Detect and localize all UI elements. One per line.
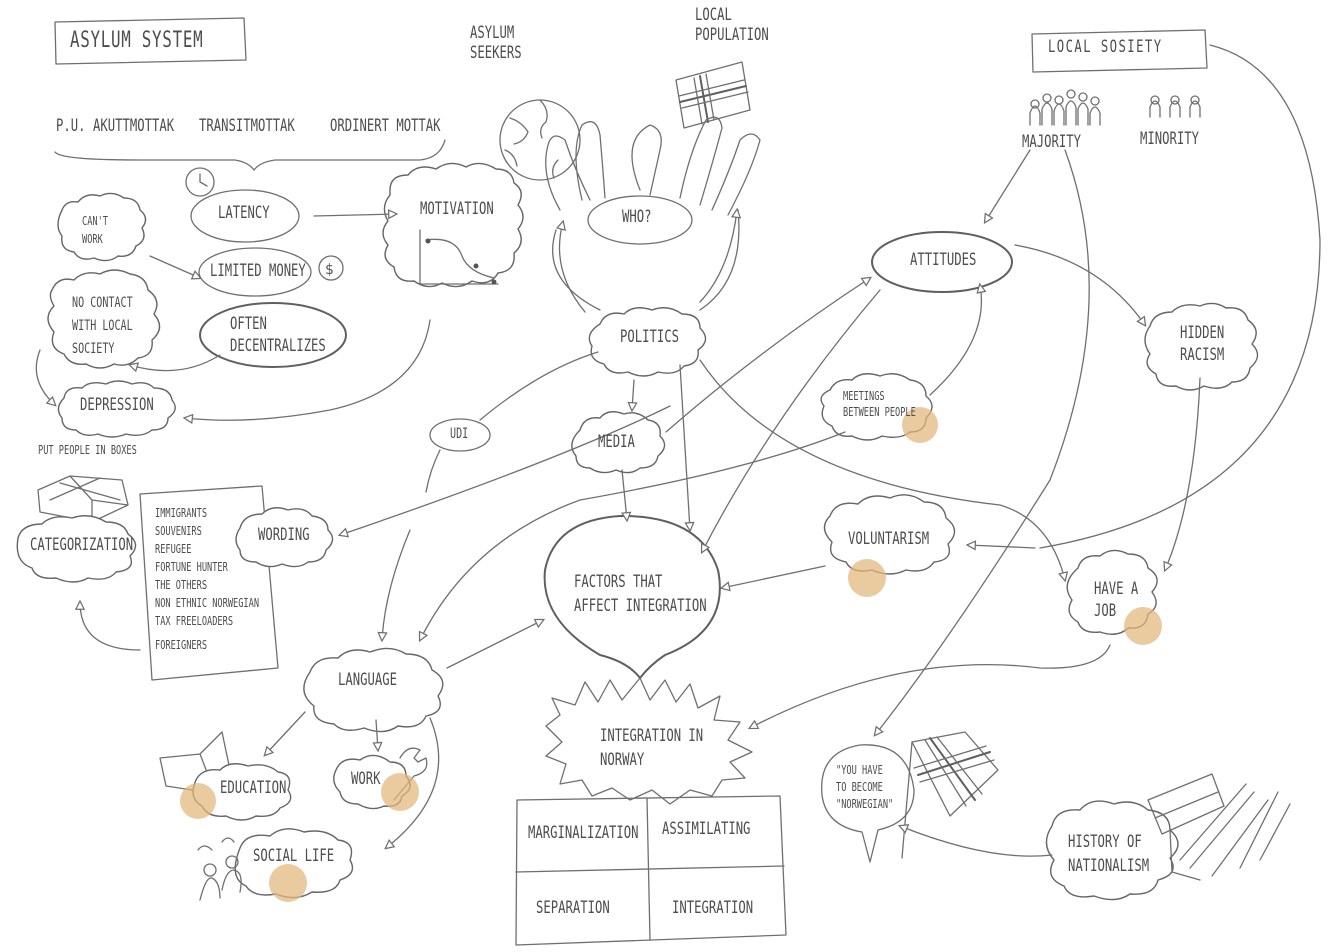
language-cloud [303,647,444,733]
politics-label: Politics [620,327,679,347]
hidden-racism-label: Hidden Racism [1180,323,1225,365]
matrix-marginalization: Marginalization [528,823,639,843]
often-decentralizes-label: Often Decentralizes [230,314,326,356]
limited-money-label: Limited Money [210,261,306,281]
wording-label: Wording [258,525,310,545]
latency-bubble [190,189,300,243]
wording-term: Non ethnic Norwegian [155,596,260,610]
stages-brace [54,139,446,171]
depression-cloud [57,380,176,438]
integration-burst [545,677,753,805]
wording-term: Fortune hunter [155,560,228,574]
cant-work-cloud [57,192,147,262]
latency-label: Latency [218,203,270,223]
people-chat-icon [197,837,242,901]
local-population-label: Local Population [695,5,769,45]
depression-label: Depression [80,395,154,415]
local-society-box [1031,29,1208,73]
social-life-label: Social Life [253,846,335,866]
wrench-icon [393,747,428,801]
history-nationalism-label: History of Nationalism [1068,832,1150,876]
media-cloud [571,411,666,474]
norway-flag-icon-bottom [901,731,999,859]
svg-text:$: $ [325,262,334,278]
clock-icon [185,167,215,197]
social-life-cloud [234,828,354,899]
media-label: Media [598,432,635,452]
local-society-title: Local Sosiety [1048,37,1163,57]
put-people-in-boxes-label: Put people in boxes [38,443,137,457]
work-label: Work [351,769,381,789]
integration-in-norway-label: Integration in Norway [600,726,704,770]
limited-money-bubble [198,247,312,297]
meetings-label: Meetings between people [843,389,916,419]
norway-flag-icon-top [675,61,751,129]
no-contact-cloud [47,269,161,369]
who-hands-drawing [545,116,761,216]
language-label: Language [338,670,397,690]
udi-bubble [429,418,491,452]
asylum-system-title: Asylum System [70,28,204,53]
quote-label: "You have to become "Norwegian" [836,763,894,811]
boxes-icon [37,475,129,523]
education-cloud [192,763,292,821]
no-contact-label: No contact with local society [72,295,133,357]
often-decentralizes-bubble [199,302,347,368]
categorization-label: Categorization [30,535,134,555]
skis-and-chocolate-icon [1147,773,1291,881]
stage-pu: P.U. [56,116,86,136]
cant-work-label: Can't work [82,214,109,246]
globe-icon [499,99,581,181]
wording-term: The others [155,578,208,592]
majority-label: Majority [1022,132,1081,152]
wording-term: Souvenirs [155,524,202,538]
politics-cloud [588,307,707,377]
dollar-coin-icon: $ [318,255,344,281]
have-a-job-label: Have a job [1094,579,1139,621]
motivation-cloud [382,162,524,288]
voluntarism-label: Voluntarism [848,529,930,549]
factors-label: Factors that affect integration [574,572,707,616]
integration-matrix-grid [515,795,787,946]
wording-term: Tax freeloaders [155,614,234,628]
motivation-chart-icon [419,229,499,285]
attitudes-bubble [871,231,1013,293]
majority-people-icon [1029,89,1101,126]
wording-term: Foreigners [155,638,208,652]
asylum-system-box [54,17,247,65]
matrix-integration: Integration [672,898,754,918]
asylum-seekers-label: Asylum Seekers [470,23,522,63]
motivation-label: Motivation [420,199,494,219]
attitudes-label: Attitudes [910,250,977,270]
accent-highlights [180,407,1162,902]
categorization-cloud [16,515,137,583]
who-label: Who? [622,207,652,227]
wording-term: Immigrants [155,506,208,520]
stage-ordinert-mottak: Ordinert Mottak [330,116,441,136]
udi-label: UDI [450,426,469,442]
wording-terms-list: Immigrants Souvenirs Refugee Fortune hun… [155,504,259,654]
who-base-line [552,209,740,311]
matrix-assimilating: Assimilating [662,819,751,839]
quote-bubble [821,744,915,863]
wording-term: Refugee [155,542,192,556]
wording-list-box [139,485,279,681]
wording-cloud [235,507,334,568]
voluntarism-cloud [823,494,956,575]
stage-akuttmottak: Akuttmottak [93,116,175,136]
who-bubble [587,195,693,245]
stage-transitmottak: Transitmottak [199,116,295,136]
minority-people-icon [1149,95,1201,118]
hidden-racism-cloud [1144,302,1259,391]
minority-label: Minority [1140,129,1199,149]
matrix-separation: Separation [536,898,610,918]
education-label: Education [220,778,287,798]
